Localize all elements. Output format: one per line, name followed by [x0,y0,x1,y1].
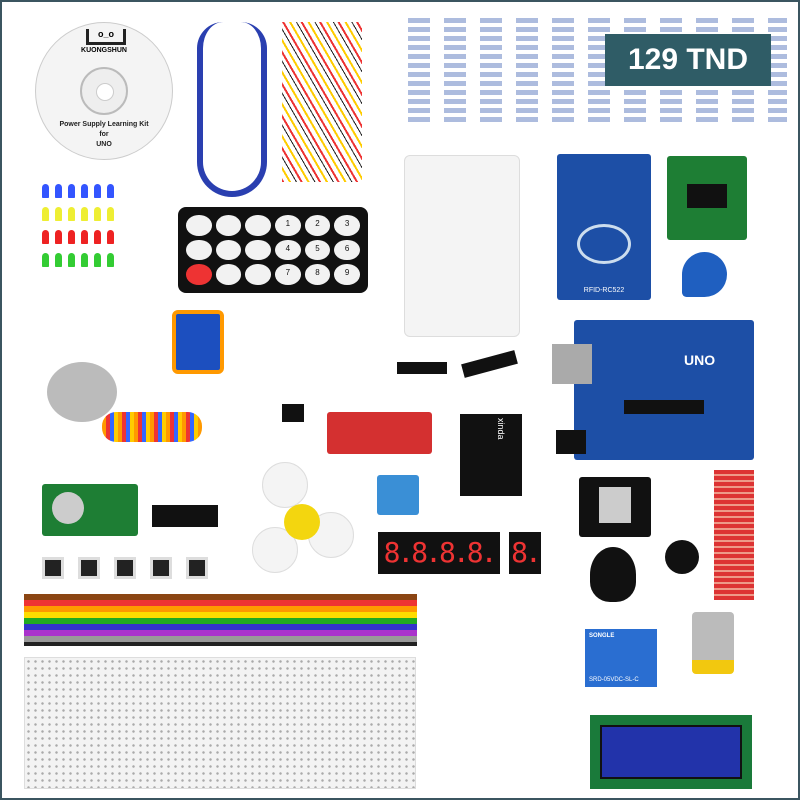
remote-key [215,264,242,285]
dc-motor [692,612,734,674]
brand-logo-icon: o_o [86,29,126,45]
remote-key [245,239,271,261]
cd-title: Power Supply Learning Kit [59,121,149,128]
price-badge: 129 TND [605,34,771,86]
push-buttons [42,557,208,579]
lcd1602-display [590,715,752,789]
remote-key [215,239,242,261]
rgb-module-label: xinda [496,418,506,440]
relay: SONGLE SRD-05VDC-SL-C [585,629,657,687]
pin-header-angled [461,350,518,378]
remote-key: 1 [274,215,301,236]
stepper-driver [667,156,747,240]
cd-uno: UNO [96,141,112,148]
rtc-module [42,484,138,536]
remote-key: 8 [304,264,331,285]
usb-cable [197,22,267,197]
buzzer [665,540,699,574]
remote-key: 2 [304,215,331,236]
cd-brand: KUONGSHUN [81,47,127,54]
uno-label: UNO [684,352,716,368]
remote-key: 6 [334,239,360,261]
remote-power-key [186,264,212,285]
sound-sensor [327,412,432,454]
leds-yellow [42,207,114,221]
remote-key: 9 [334,264,360,285]
four-digit-display: 8.8.8.8. [378,532,500,574]
remote-key [186,215,212,236]
motor-wires [102,412,202,442]
stepper-motor [47,362,117,422]
rfid-label: RFID-RC522 [583,287,625,294]
rfid-card [404,155,520,337]
rfid-keyfob [682,252,727,297]
jumper-wires [282,22,362,182]
antenna-icon [577,224,631,264]
rgb-led-module: xinda [460,414,522,496]
remote-key [245,264,271,285]
remote-key: 7 [274,264,301,285]
rfid-module: RFID-RC522 [557,154,651,300]
breadboard [24,657,416,789]
pin-header [397,362,447,374]
cd-for: for [99,131,109,138]
cd-disc: o_o KUONGSHUN Power Supply Learning Kit … [35,22,173,160]
single-digit-display: 8. [509,532,542,574]
dupont-wires [24,594,417,646]
relay-brand: SONGLE [589,633,615,639]
remote-key [245,215,271,236]
joystick-module [579,477,651,537]
remote-key: 4 [274,239,301,261]
water-level-sensor [714,470,754,600]
joystick-cap [590,547,636,602]
leds-green [42,253,114,267]
cd-hub [80,67,128,115]
relay-model: SRD-05VDC-SL-C [589,677,639,683]
remote-key [186,239,212,261]
shift-register-ic [152,505,218,527]
remote-key: 3 [334,215,360,236]
battery-clip [282,404,304,422]
servo-motor [172,310,224,374]
arduino-uno-board: UNO [552,320,754,460]
fan-propeller [252,462,362,573]
leds-red [42,230,114,244]
remote-key [215,215,242,236]
dht11-sensor [377,475,419,515]
remote-key: 5 [304,239,331,261]
leds [42,184,114,198]
